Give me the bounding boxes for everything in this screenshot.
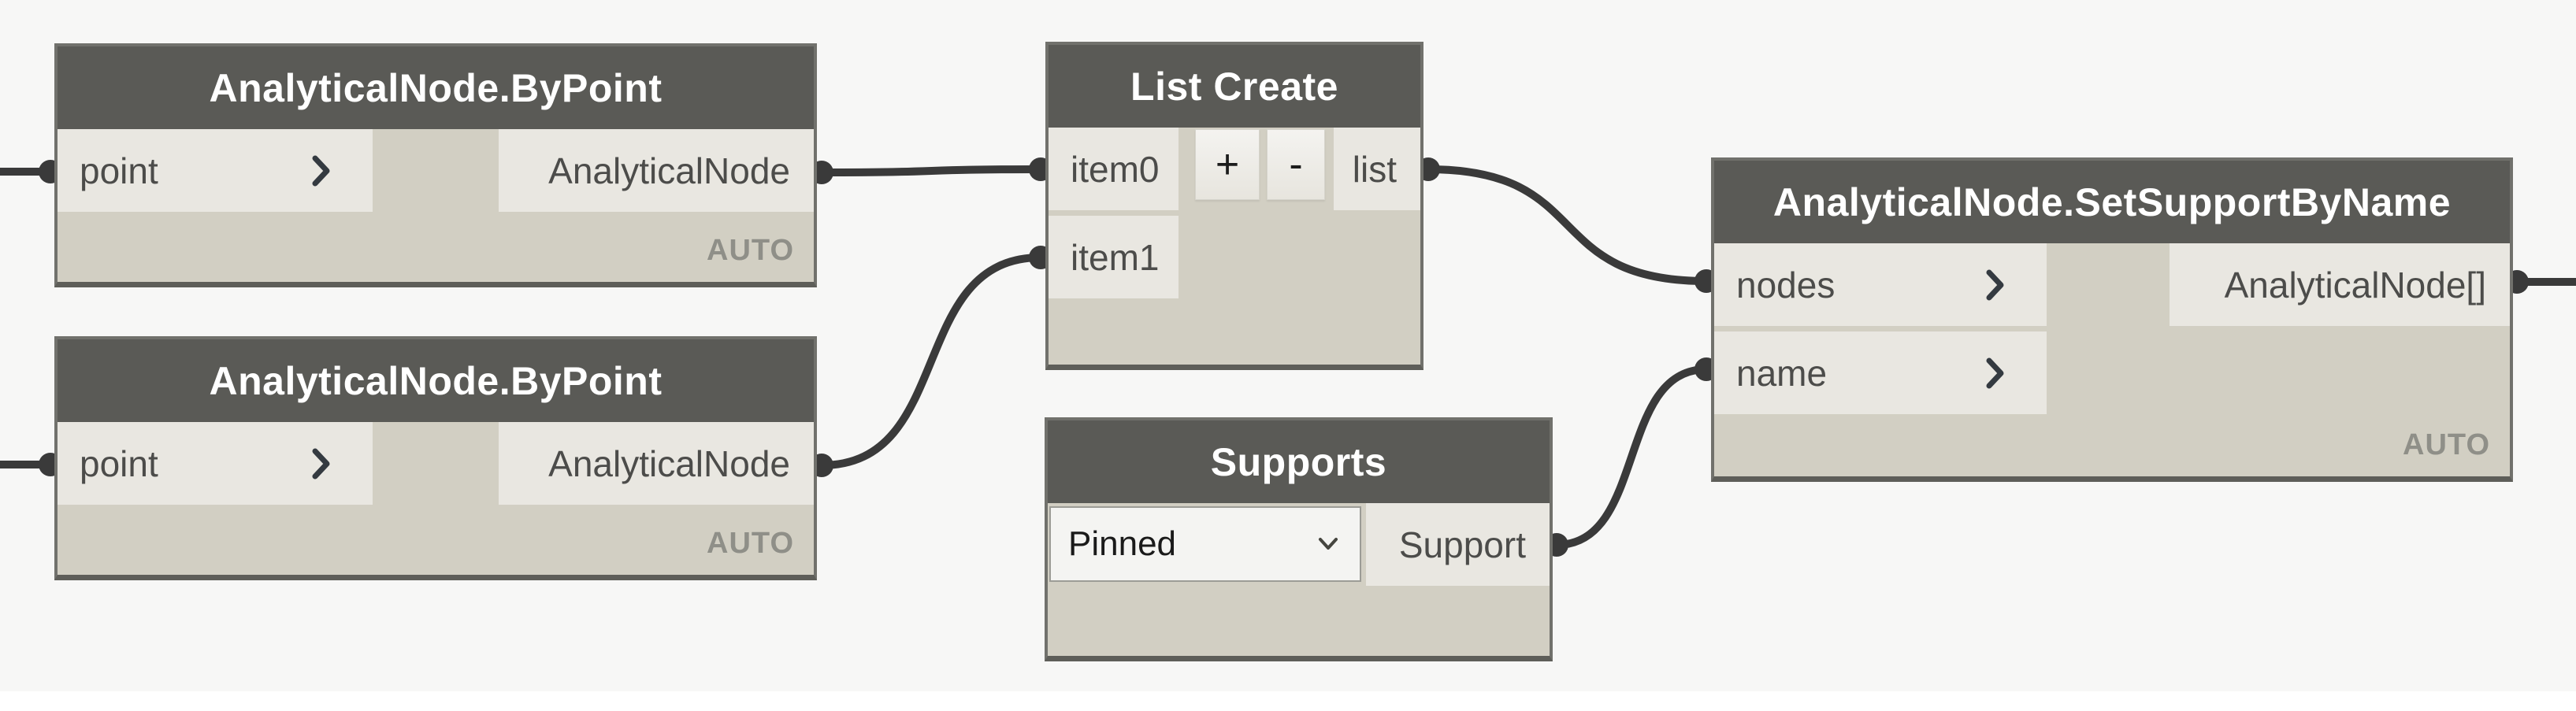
node-title: List Create [1130,64,1338,109]
chevron-right-icon [1986,269,2004,300]
node-title: AnalyticalNode.ByPoint [209,65,663,110]
input-port-point[interactable]: point [58,129,373,212]
node-header[interactable]: AnalyticalNode.ByPoint [58,339,814,422]
port-label: point [80,443,158,484]
add-item-button[interactable]: + [1195,129,1260,200]
wire-list-to-nodes[interactable] [1424,165,1710,285]
input-port-item1[interactable]: item1 [1049,216,1179,298]
input-port-name[interactable]: name [1714,331,2047,414]
input-port-item0[interactable]: item0 [1049,128,1179,210]
chevron-down-icon [1319,538,1338,550]
input-port-nodes[interactable]: nodes [1714,243,2047,326]
node-body: point AnalyticalNode AUTO [58,129,814,282]
port-label: Support [1398,524,1526,565]
port-label: AnalyticalNode [548,150,790,191]
node-header[interactable]: Supports [1048,420,1550,503]
node-analytical-node-set-support-by-name[interactable]: AnalyticalNode.SetSupportByName nodes na… [1711,157,2513,482]
port-label: AnalyticalNode[] [2224,264,2486,306]
node-title: Supports [1210,439,1387,484]
port-label: point [80,150,158,191]
output-port-list[interactable]: list [1334,128,1420,210]
port-label: AnalyticalNode [548,443,790,484]
node-body: point AnalyticalNode AUTO [58,422,814,575]
node-supports[interactable]: Supports Pinned Support [1045,417,1553,661]
port-label: item1 [1071,236,1160,278]
lacing-badge[interactable]: AUTO [707,234,794,267]
wire-bypoint1-to-item0[interactable] [818,165,1045,176]
node-header[interactable]: List Create [1049,45,1420,128]
output-port-analyticalnode[interactable]: AnalyticalNode [499,422,814,505]
input-port-point[interactable]: point [58,422,373,505]
node-analytical-node-by-point-2[interactable]: AnalyticalNode.ByPoint point AnalyticalN… [54,336,817,580]
chevron-right-icon [1986,357,2004,388]
wire-support-to-name[interactable] [1553,365,1710,549]
node-title: AnalyticalNode.SetSupportByName [1772,180,2452,224]
node-header[interactable]: AnalyticalNode.ByPoint [58,46,814,129]
node-analytical-node-by-point-1[interactable]: AnalyticalNode.ByPoint point AnalyticalN… [54,43,817,287]
node-header[interactable]: AnalyticalNode.SetSupportByName [1714,161,2510,243]
output-port-analyticalnode-array[interactable]: AnalyticalNode[] [2170,243,2510,326]
wire-bypoint2-to-item1[interactable] [818,254,1045,469]
node-body: nodes name AnalyticalNode[] AUTO [1714,243,2510,476]
lacing-badge[interactable]: AUTO [707,527,794,560]
node-list-create[interactable]: List Create item0 + - list item1 [1045,42,1423,370]
chevron-right-icon [312,155,330,186]
remove-item-button[interactable]: - [1267,129,1325,200]
output-port-support[interactable]: Support [1366,503,1550,586]
port-label: item0 [1071,148,1160,190]
lacing-badge[interactable]: AUTO [2403,428,2490,461]
port-label: nodes [1736,264,1835,306]
support-type-dropdown[interactable]: Pinned [1049,506,1361,582]
node-body: Pinned Support [1048,503,1550,656]
node-title: AnalyticalNode.ByPoint [209,358,663,403]
port-label: name [1736,352,1828,394]
output-port-analyticalnode[interactable]: AnalyticalNode [499,129,814,212]
dropdown-selected-value: Pinned [1068,524,1177,563]
port-label: list [1352,148,1397,190]
dynamo-graph-canvas[interactable]: AnalyticalNode.ByPoint point AnalyticalN… [0,0,2576,691]
chevron-right-icon [312,448,330,479]
node-body: item0 + - list item1 [1049,128,1420,365]
